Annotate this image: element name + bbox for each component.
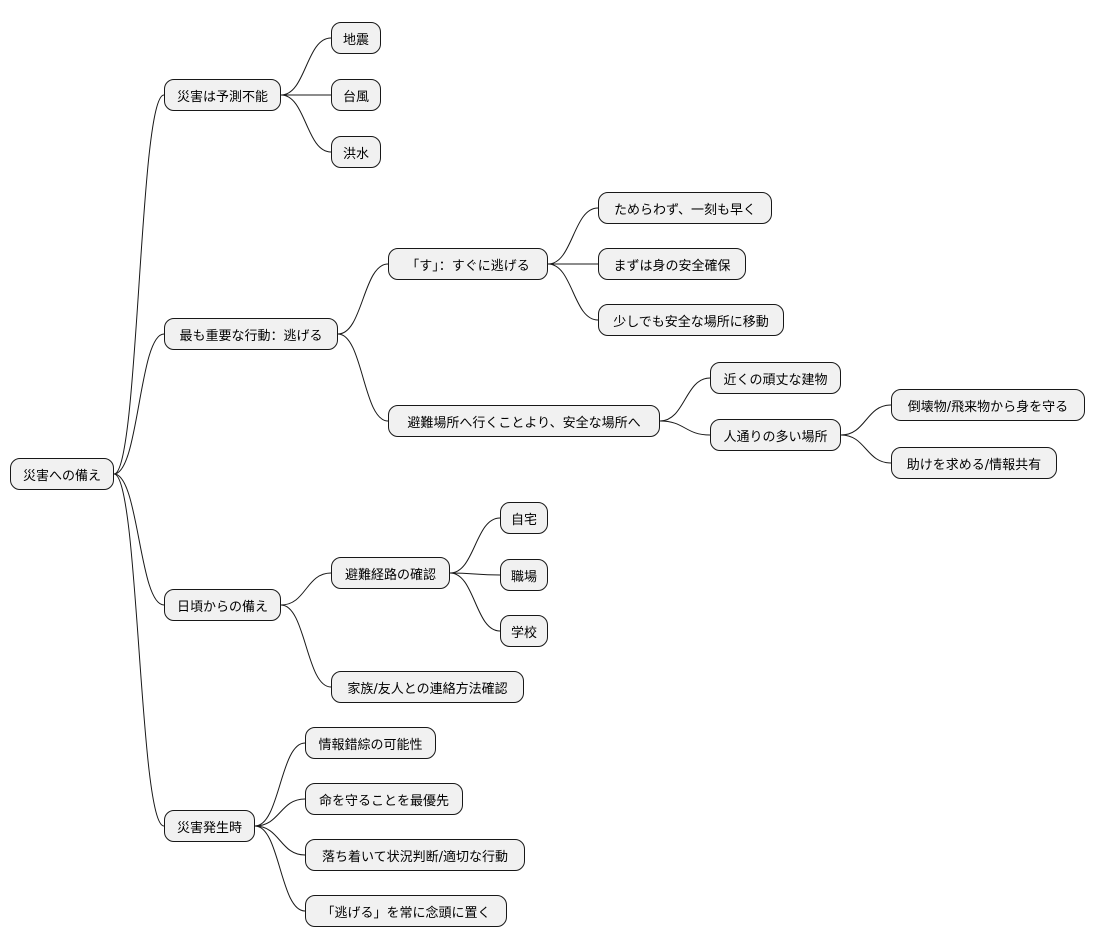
connector-occur-occur-4 — [254, 825, 306, 912]
node-crowded-1: 倒壊物/飛来物から身を守る — [891, 389, 1085, 421]
node-work: 職場 — [500, 559, 548, 591]
connector-escape-su — [337, 263, 389, 335]
node-safer: 避難場所へ行くことより、安全な場所へ — [388, 405, 660, 437]
node-escape: 最も重要な行動：逃げる — [164, 318, 338, 350]
connector-unpredictable-earthquake — [280, 37, 332, 96]
node-crowded: 人通りの多い場所 — [710, 419, 841, 451]
node-earthquake: 地震 — [331, 22, 381, 54]
connector-occur-occur-3 — [254, 825, 306, 856]
connector-root-unpredictable — [113, 94, 165, 475]
node-occur-3: 落ち着いて状況判断/適切な行動 — [305, 839, 525, 871]
connector-unpredictable-flood — [280, 94, 332, 153]
node-crowded-2: 助けを求める/情報共有 — [891, 447, 1057, 479]
connector-safer-sturdy — [659, 377, 711, 422]
node-occur-1: 情報錯綜の可能性 — [305, 727, 436, 759]
node-typhoon: 台風 — [331, 79, 381, 111]
connector-route-school — [449, 572, 501, 632]
node-su-3: 少しでも安全な場所に移動 — [598, 304, 784, 336]
connector-su-su-1 — [547, 207, 599, 265]
node-home: 自宅 — [500, 502, 548, 534]
connector-daily-contact — [280, 604, 332, 688]
connector-root-escape — [113, 333, 165, 475]
node-occur-2: 命を守ることを最優先 — [305, 783, 463, 815]
connector-safer-crowded — [659, 420, 711, 436]
node-route: 避難経路の確認 — [331, 557, 450, 589]
connector-occur-occur-2 — [254, 798, 306, 827]
connector-route-home — [449, 517, 501, 574]
node-root: 災害への備え — [10, 458, 114, 490]
connector-route-work — [449, 572, 501, 576]
connector-su-su-3 — [547, 263, 599, 321]
connector-root-occur — [113, 473, 165, 827]
connector-root-daily — [113, 473, 165, 606]
node-occur-4: 「逃げる」を常に念頭に置く — [305, 895, 507, 927]
node-daily: 日頃からの備え — [164, 589, 281, 621]
connector-crowded-crowded-1 — [840, 404, 892, 436]
node-su-1: ためらわず、一刻も早く — [598, 192, 772, 224]
node-school: 学校 — [500, 615, 548, 647]
node-su-2: まずは身の安全確保 — [598, 248, 746, 280]
node-contact: 家族/友人との連絡方法確認 — [331, 671, 524, 703]
connector-daily-route — [280, 572, 332, 606]
node-occur: 災害発生時 — [164, 810, 255, 842]
node-su: 「す」：すぐに逃げる — [388, 248, 548, 280]
node-unpredictable: 災害は予測不能 — [164, 79, 281, 111]
node-sturdy: 近くの頑丈な建物 — [710, 362, 841, 394]
connector-crowded-crowded-2 — [840, 434, 892, 464]
connector-occur-occur-1 — [254, 742, 306, 827]
node-flood: 洪水 — [331, 136, 381, 168]
connector-escape-safer — [337, 333, 389, 422]
